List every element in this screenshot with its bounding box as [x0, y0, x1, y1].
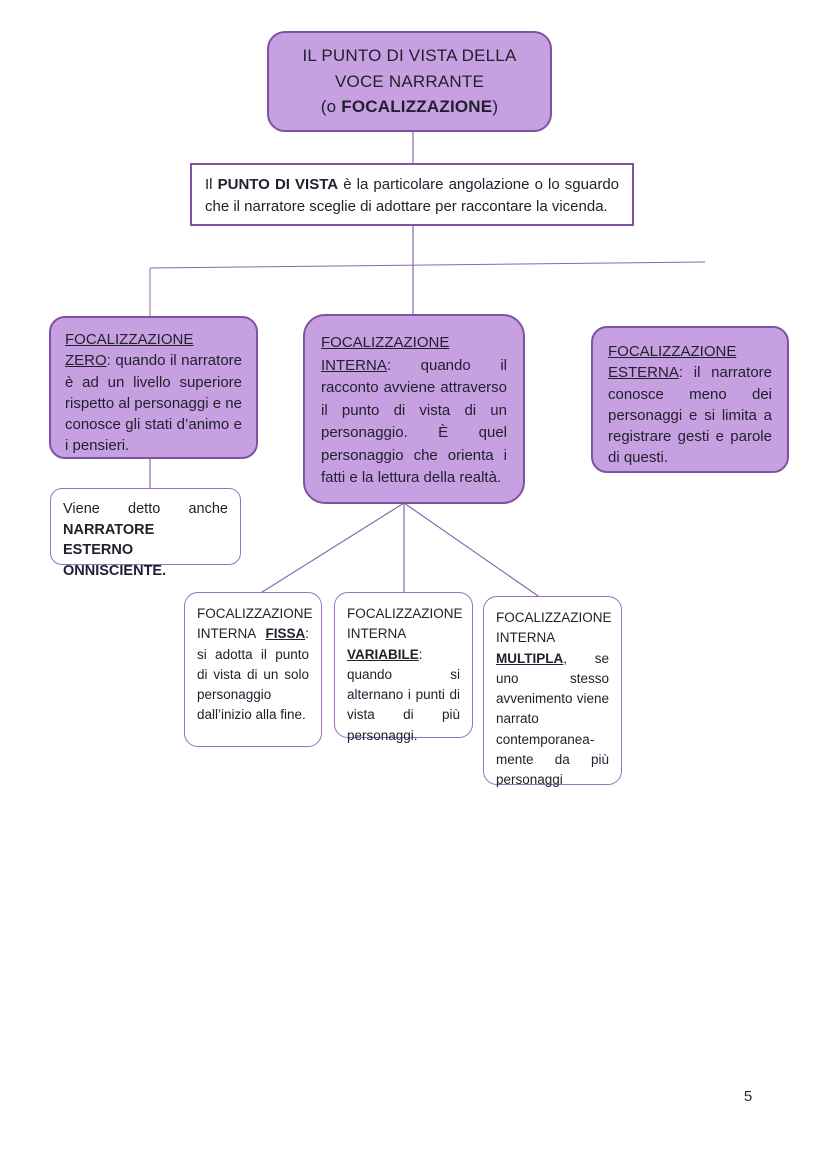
definition-rest: è la particolare angolazione o lo sguard…	[205, 176, 620, 215]
connector-horizontal-branch	[149, 261, 706, 269]
multipla-body: se uno stesso avvenimento viene narrato …	[496, 650, 609, 788]
narratore-onnisciente-box: Viene detto anche NARRATORE ESTERNO ONNI…	[50, 488, 241, 579]
definition-box: Il PUNTO DI VISTA è la particolare angol…	[190, 163, 634, 226]
title-line-2: VOCE NARRANTE	[334, 71, 484, 91]
focalizzazione-interna-variabile-box: FOCALIZZAZIONE INTERNA VARIABILE: quando…	[334, 592, 473, 743]
esterna-heading: FOCALIZZAZIONE ESTERNA	[608, 343, 737, 382]
focalizzazione-zero-box: FOCALIZZAZIONE ZERO: quando il narratore…	[49, 316, 258, 459]
multipla-keyword: MULTIPLA	[496, 650, 564, 666]
title-line-1: IL PUNTO DI VISTA DELLA	[302, 46, 517, 66]
focalizzazione-esterna-box: FOCALIZZAZIONE ESTERNA: il narratore con…	[591, 326, 789, 473]
focalizzazione-interna-fissa-box: FOCALIZZAZIONE INTERNA FISSA: si adotta …	[184, 592, 322, 747]
zero-body: quando il narratore è ad un livello supe…	[65, 352, 243, 455]
variabile-lead: FOCALIZZAZIONE INTERNA	[347, 606, 463, 642]
zero-heading: FOCALIZZAZIONE ZERO	[65, 331, 194, 370]
definition-bold-term: PUNTO DI VISTA	[217, 176, 339, 193]
variabile-keyword: VARIABILE	[347, 646, 419, 662]
page-number: 5	[743, 1088, 753, 1105]
interna-heading: FOCALIZZAZIONE INTERNA	[321, 334, 450, 374]
focalizzazione-interna-box: FOCALIZZAZIONE INTERNA: quando il raccon…	[303, 314, 525, 504]
variabile-body: quando si alternano i punti di vista di …	[347, 666, 460, 743]
fissa-lead: FOCALIZZAZIONE INTERNA	[197, 606, 313, 642]
fissa-keyword: FISSA	[265, 626, 306, 642]
title-box: IL PUNTO DI VISTA DELLA VOCE NARRANTE (o…	[267, 31, 552, 132]
title-line-3: (o FOCALIZZAZIONE)	[320, 97, 499, 117]
esterna-body: il narratore conosce meno dei personaggi…	[608, 364, 772, 467]
interna-body: quando il racconto avviene attraverso il…	[321, 356, 507, 487]
fissa-body: si adotta il punto di vista di un solo p…	[197, 646, 309, 723]
onnisciente-bold: NARRATORE ESTERNO ONNISCIENTE.	[63, 521, 167, 579]
connector-interna-to-multipla	[403, 502, 542, 599]
connector-interna-to-fissa	[258, 502, 405, 595]
focalizzazione-interna-multipla-box: FOCALIZZAZIONE INTERNA MULTIPLA, se uno …	[483, 596, 622, 788]
definition-lead: Il	[205, 176, 218, 193]
multipla-lead: FOCALIZZAZIONE INTERNA	[496, 610, 612, 646]
onnisciente-lead: Viene detto anche	[63, 501, 228, 517]
